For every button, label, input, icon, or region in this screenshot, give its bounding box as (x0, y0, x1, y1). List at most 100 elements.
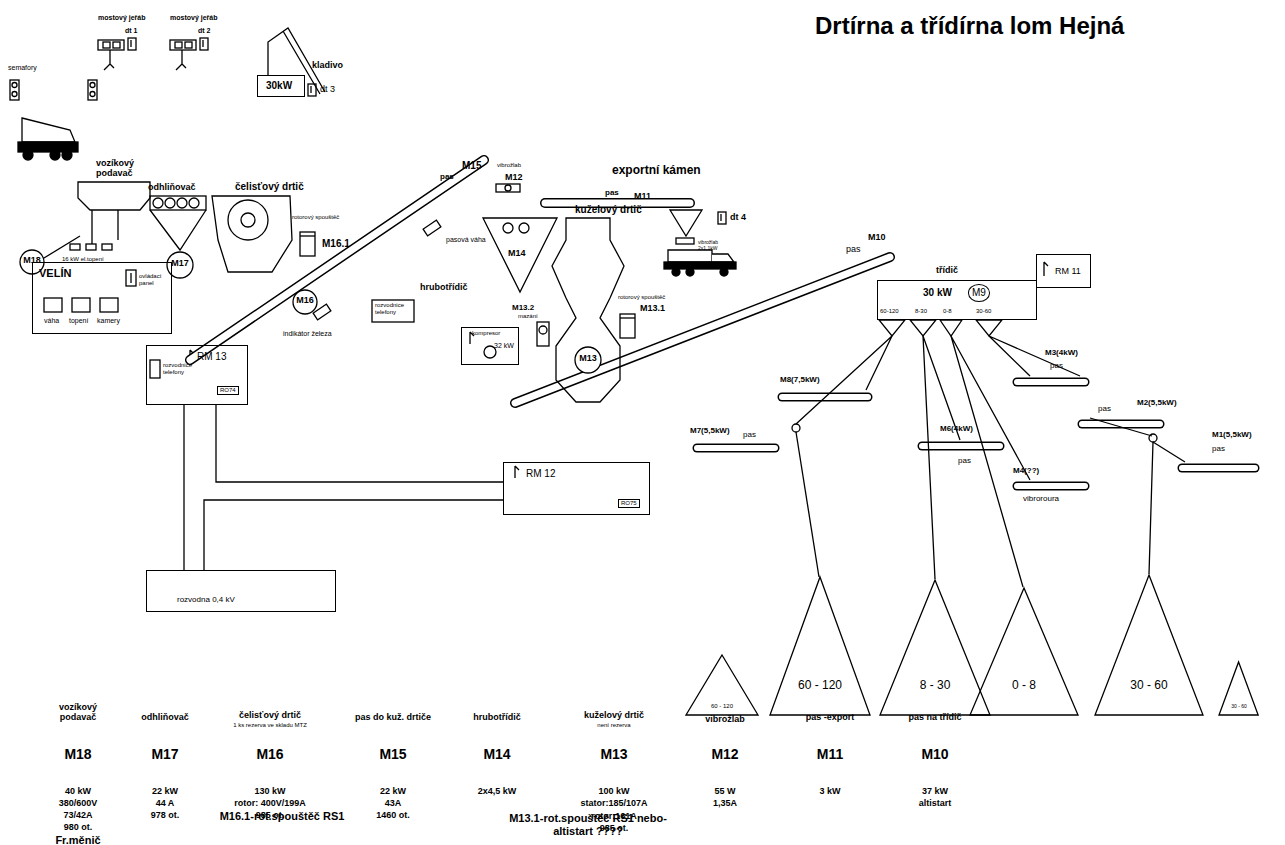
stockpile-triangle: 60 - 120 (770, 577, 870, 715)
jaw-crusher (212, 196, 292, 272)
node-text: 30 - 60 (1231, 704, 1247, 710)
triangle-path (880, 580, 990, 715)
node-text: 0 - 8 (1012, 679, 1036, 693)
lubrication-unit (537, 322, 549, 346)
node-text: 8 - 30 (920, 679, 951, 693)
callout-label: 3 kW (819, 786, 840, 796)
callout-label: M6(4kW) (940, 424, 973, 433)
callout-label: 22 kW (152, 786, 178, 796)
triangle-path (686, 655, 758, 715)
triangle-outline (1095, 575, 1203, 715)
node-text: 60-120 (880, 308, 899, 315)
callout-label: 40 kW (65, 786, 91, 796)
callout-label: mazání (518, 313, 538, 320)
panel-box: rozvodna 0,4 kV (146, 570, 336, 612)
triangle-path (770, 577, 870, 715)
stockpile-triangle: 8 - 30 (880, 580, 990, 715)
callout-label: pas (1212, 444, 1225, 453)
node-text: ovládací panel (139, 273, 167, 287)
callout-label: 44 A (156, 798, 175, 808)
callout-label: 1 ks rezerva ve skladu MTZ (233, 722, 307, 729)
callout-label: M13 (579, 353, 597, 363)
callout-label: M16 (256, 746, 283, 762)
callout-label: M8(7,5kW) (780, 375, 820, 384)
callout-label: pas (743, 430, 756, 439)
starter-icon (620, 314, 635, 338)
motor-circle (293, 290, 317, 314)
panel-box: třídič30 kWM960-1208-300-830-60 (877, 280, 1037, 320)
dt-icon (308, 84, 316, 96)
callout-label: M13.1-rot.spouštěč RS1 nebo-altistart ??… (503, 812, 673, 837)
callout-label: pasová váha (446, 236, 486, 244)
export-chute (670, 210, 726, 244)
conveyor-belt (190, 160, 1255, 486)
node-text: topení (69, 317, 88, 325)
node-text: 30kW (266, 80, 292, 92)
callout-label: vozíkový podavač (48, 702, 108, 723)
callout-label: M14 (483, 746, 510, 762)
callout-label: 37 kW (922, 786, 948, 796)
triangle-path (970, 588, 1078, 715)
callout-label: odhliňovač (141, 712, 189, 722)
callout-label: M16 (296, 295, 314, 305)
panel-box: VELÍNovládací panelváhatopeníkamery (32, 262, 172, 334)
callout-label: 380/600V (59, 798, 98, 808)
callout-label: vibrožlab (497, 162, 521, 169)
wire-connector (204, 500, 503, 570)
panel-box: RM 13rozvodnice telefonyRO74 (146, 345, 248, 405)
callout-label: dt 1 (125, 27, 137, 35)
callout-label: 2x4,5 kW (478, 786, 517, 796)
triangle-outline (770, 577, 870, 715)
node-text: 8-30 (915, 308, 927, 315)
node-text: 30 - 60 (1130, 679, 1167, 693)
callout-label: M18 (23, 255, 41, 265)
callout-label: kuželový drtič (575, 204, 642, 216)
callout-label: mostový jeřáb (98, 14, 145, 22)
callout-label: mostový jeřáb (170, 14, 217, 22)
screen-outlets (792, 320, 1185, 587)
node-text: rozvodna 0,4 kV (177, 595, 235, 604)
triangle-path (1095, 575, 1203, 715)
callout-label: M13.1 (640, 303, 665, 313)
belt-scale (423, 220, 441, 236)
node-text: 0-8 (943, 308, 952, 315)
callout-label: hrubotřídič (420, 282, 468, 292)
stockpile-triangle: 30 - 60 (1219, 662, 1258, 715)
callout-label: pas (1098, 404, 1111, 413)
callout-label: čelisťový drtič (239, 710, 301, 720)
callout-label: pas na třídič (908, 712, 961, 722)
callout-label: M4(??) (1013, 466, 1039, 475)
callout-label: M17 (151, 746, 178, 762)
callout-label: rotorový spouštěč (618, 294, 665, 301)
semaphore-icon (10, 80, 97, 100)
panel-box: RM 11 (1036, 254, 1091, 288)
callout-label: 978 ot. (151, 810, 180, 820)
diagram-title: Drtírna a třídírna lom Hejná (815, 12, 1124, 40)
wire-connector (216, 405, 503, 482)
callout-label: M1(5,5kW) (1212, 430, 1252, 439)
callout-label: vozíkový podavač (96, 158, 152, 179)
callout-label: vibrožlab (705, 714, 745, 724)
callout-label: 100 kW (598, 786, 629, 796)
panel-box: RM 12RO75 (503, 462, 650, 515)
callout-label: 1,35A (713, 798, 737, 808)
callout-label: odhliňovač (148, 182, 196, 192)
triangle-outline (880, 580, 990, 715)
callout-label: pas (440, 172, 454, 181)
callout-label: 55 W (714, 786, 735, 796)
node-text: váha (44, 317, 59, 325)
callout-label: M7(5,5kW) (690, 426, 730, 435)
callout-label: není rezerva (597, 722, 630, 729)
truck-icon (664, 250, 736, 276)
callout-label: 16 kW el.topení (62, 256, 104, 263)
callout-label: pas -export (806, 712, 855, 722)
panel-box: 30kW (257, 75, 305, 97)
callout-label: indikátor železa (283, 330, 332, 338)
callout-label: pas (846, 244, 861, 254)
node-text: RM 12 (526, 468, 555, 480)
callout-label: M16.1 (322, 238, 350, 250)
callout-label: M2(5,5kW) (1137, 398, 1177, 407)
panel-box: kompresor32 kW (461, 327, 519, 365)
truck-icon (18, 118, 78, 160)
callout-label: M18 (64, 746, 91, 762)
